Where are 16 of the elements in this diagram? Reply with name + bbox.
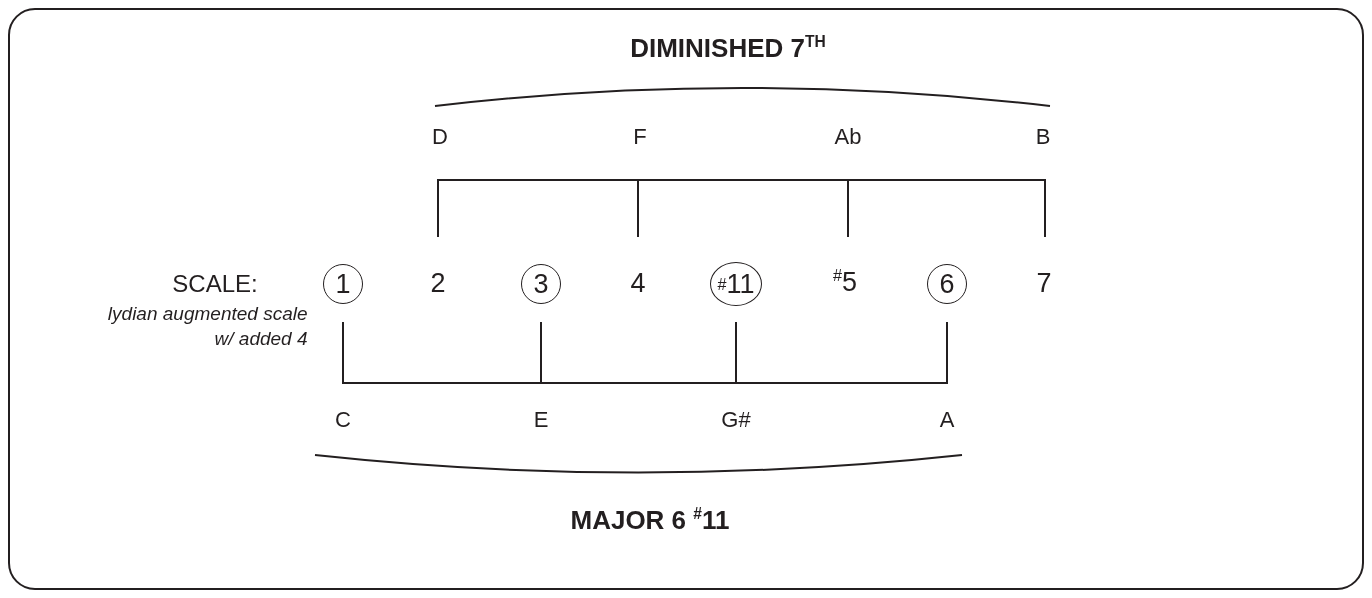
note-name: B <box>1035 124 1051 150</box>
heading: DIMINISHED 7$^{TH}$ <box>630 33 826 63</box>
note-name: D <box>432 124 448 150</box>
scale-degree: 7 <box>1036 269 1052 299</box>
scale-description: lydian augmented scale w/ added 4 <box>106 302 308 351</box>
scale-degree: 4 <box>630 269 646 299</box>
note-name: C <box>335 407 351 433</box>
note-name: E <box>533 407 549 433</box>
note-name: G# <box>721 407 751 433</box>
note-name: A <box>939 407 955 433</box>
note-name: Ab <box>834 124 862 150</box>
note-name: F <box>633 124 647 150</box>
row-label: SCALE: <box>172 270 258 298</box>
heading: MAJOR 6 $^{#}$11 <box>570 505 730 535</box>
scale-degree: 2 <box>430 269 446 299</box>
scale-degree: $^{#}$5 <box>833 266 857 298</box>
